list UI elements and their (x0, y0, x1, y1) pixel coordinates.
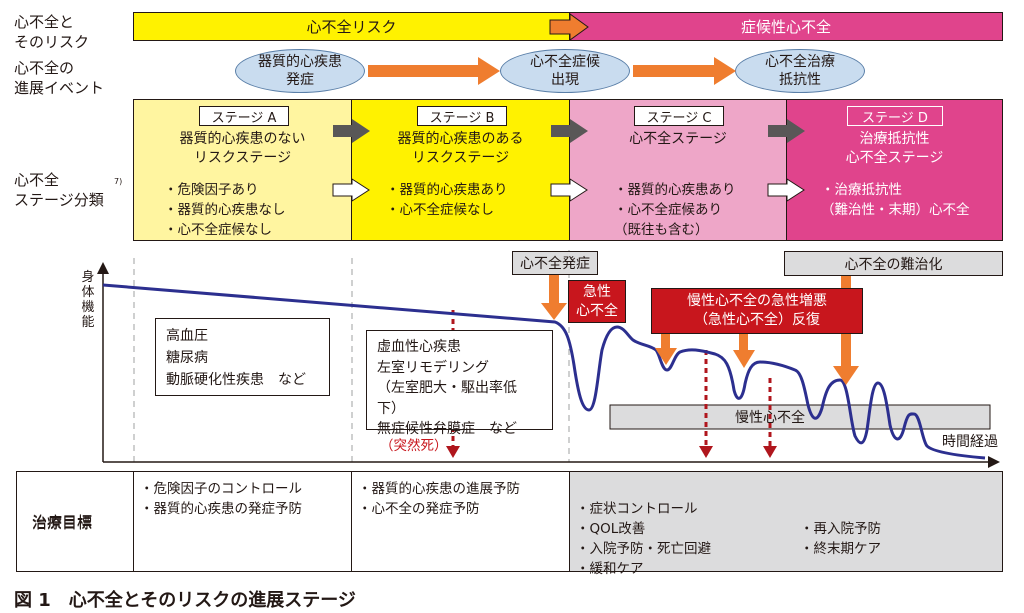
stage-d-box: ステージ D 治療抵抗性 心不全ステージ ・治療抵抗性 （難治性・末期）心不全 (786, 99, 1003, 241)
treatment-row-label: 治療目標 (32, 514, 93, 532)
event-hf-symptoms: 心不全症候 出現 (500, 49, 630, 93)
stage-c-box: ステージ C 心不全ステージ ・器質的心疾患あり ・心不全症候あり （既往も含む… (569, 99, 787, 241)
stage-d-title: 治療抵抗性 心不全ステージ (845, 131, 944, 166)
stage-b-examples-box: 虚血性心疾患 左室リモデリング （左室肥大・駆出率低下） 無症候性弁膜症 など (366, 330, 553, 437)
risk-bar: 心不全リスク (133, 12, 570, 41)
stage-arrow-bc-dark-icon (551, 119, 588, 143)
symptomatic-bar-label: 症候性心不全 (740, 18, 831, 36)
refractory-label: 心不全の難治化 (784, 251, 1003, 276)
chronic-hf-band (609, 404, 991, 430)
stage-b-tag: ステージ B (417, 106, 507, 126)
stage-a-tag: ステージ A (199, 106, 289, 126)
sudden-death-arrow-c1-icon (699, 446, 713, 458)
stage-b-bullets: ・器質的心疾患あり ・心不全症候なし (386, 182, 508, 218)
stage-arrow-ab-dark-icon (333, 119, 370, 143)
acute-exacerbation-label: 慢性心不全の急性増悪 （急性心不全）反復 (651, 288, 863, 334)
treatment-stage-c-text: ・症状コントロール ・QOL改善 ・入院予防・死亡回避 ・緩和ケア (576, 501, 711, 577)
treatment-stage-a: ・危険因子のコントロール ・器質的心疾患の発症予防 (133, 471, 352, 572)
stage-d-tag: ステージ D (847, 106, 943, 126)
stage-arrow-bc-white-icon (550, 178, 588, 202)
event-arrow-1-icon (368, 57, 500, 85)
stage-a-title: 器質的心疾患のない リスクステージ (179, 131, 306, 166)
stage-d-bullets: ・治療抵抗性 （難治性・末期）心不全 (821, 182, 970, 218)
stage-arrows (332, 119, 805, 202)
row-label-events: 心不全の 進展イベント (14, 59, 105, 97)
row-label-stages-ref: 7) (114, 177, 123, 186)
acute-hf-label: 急性 心不全 (568, 280, 626, 323)
stage-b-title: 器質的心疾患のある リスクステージ (397, 131, 524, 166)
y-axis-arrow-icon (97, 262, 109, 274)
stage-a-examples-box: 高血圧 糖尿病 動脈硬化性疾患 など (155, 318, 330, 396)
exacerbation-arrow-2-head-icon (733, 350, 755, 368)
stage-c-bullets: ・器質的心疾患あり ・心不全症候あり （既往も含む） (614, 182, 736, 238)
figure-caption: 図 1 心不全とそのリスクの進展ステージ (14, 590, 356, 611)
chronic-hf-label: 慢性心不全 (735, 410, 805, 426)
stage-a-box: ステージ A 器質的心疾患のない リスクステージ ・危険因子あり ・器質的心疾患… (133, 99, 352, 241)
risk-bar-label: 心不全リスク (306, 18, 397, 36)
stage-a-bullets: ・危険因子あり ・器質的心疾患なし ・心不全症候なし (164, 182, 286, 238)
stage-c-tag: ステージ C (634, 106, 724, 126)
onset-arrow-shaft (549, 275, 559, 305)
row-label-stages-text: 心不全 ステージ分類 (14, 171, 104, 209)
stage-c-title: 心不全ステージ (629, 131, 727, 147)
treatment-stage-cd: ・症状コントロール ・QOL改善 ・入院予防・死亡回避 ・緩和ケア ・再入院予防… (569, 471, 1003, 577)
treatment-stage-b: ・器質的心疾患の進展予防 ・心不全の発症予防 (351, 471, 570, 572)
exacerbation-arrow-2-shaft (739, 328, 748, 352)
stage-arrow-cd-white-icon (767, 178, 805, 202)
x-axis-label: 時間経過 (942, 434, 998, 450)
stage-arrow-cd-dark-icon (768, 119, 805, 143)
exacerbation-arrow-1-head-icon (655, 348, 677, 365)
function-curve (102, 283, 986, 460)
treatment-stage-d-text: ・再入院予防 ・終末期ケア (800, 521, 881, 557)
stage-arrow-ab-white-icon (332, 178, 370, 202)
row-label-stages: 心不全 ステージ分類 7) (14, 150, 122, 210)
row-label-treatment: 治療目標 (32, 513, 93, 531)
risk-transition-arrow-icon (549, 13, 589, 41)
row-label-risk: 心不全と そのリスク (14, 13, 90, 51)
stage-b-box: ステージ B 器質的心疾患のある リスクステージ ・器質的心疾患あり ・心不全症… (351, 99, 570, 241)
event-structural-onset: 器質的心疾患 発症 (235, 49, 365, 93)
sudden-death-label: （突然死） (380, 438, 448, 454)
hf-onset-label: 心不全発症 (512, 251, 598, 275)
exacerbation-arrow-1-shaft (661, 328, 670, 350)
event-treatment-resistance: 心不全治療 抵抗性 (735, 49, 865, 93)
y-axis-label: 身体機能 (81, 270, 95, 330)
sudden-death-arrow-b-icon (446, 446, 460, 458)
event-arrow-2-icon (633, 57, 736, 85)
event-arrows (368, 57, 736, 85)
refractory-arrow-head-icon (833, 366, 859, 385)
symptomatic-bar: 症候性心不全 (569, 12, 1003, 41)
onset-arrow-head-icon (541, 303, 567, 320)
sudden-death-arrow-c2-icon (763, 446, 777, 458)
x-axis-arrow-icon (988, 456, 1000, 468)
